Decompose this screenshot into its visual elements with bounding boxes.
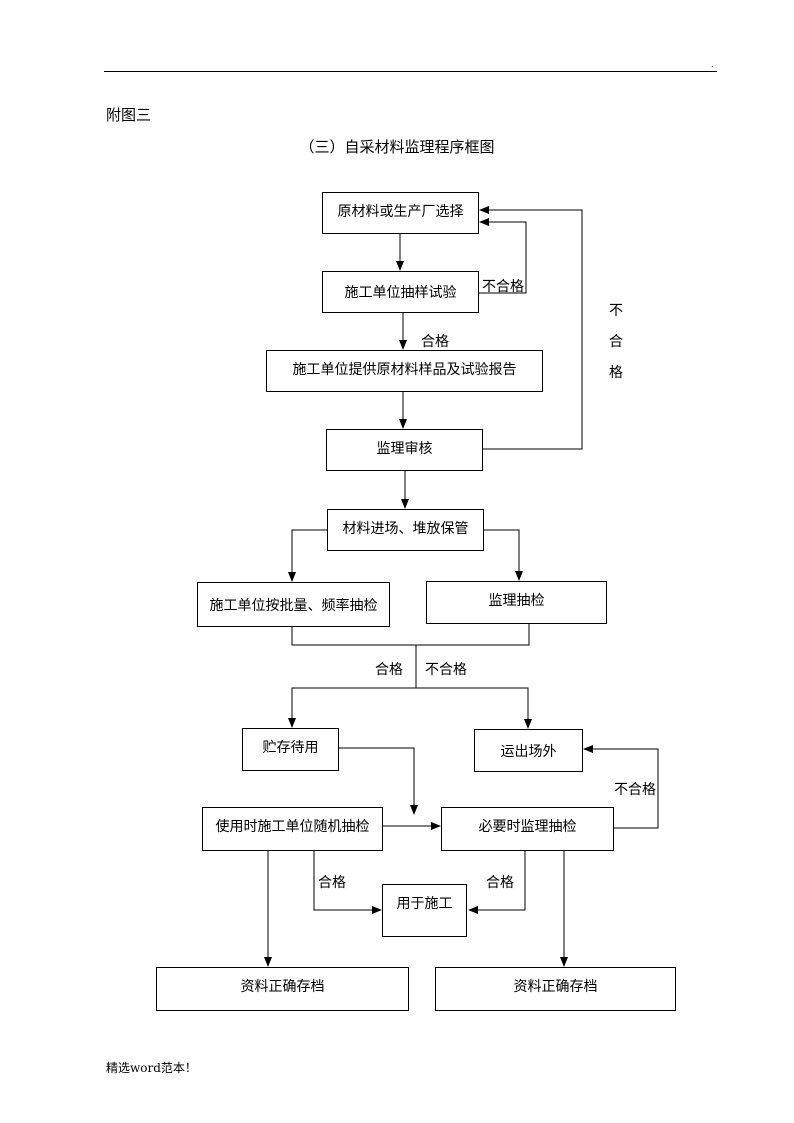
node-contractor-random-check: 使用时施工单位随机抽检 [202, 807, 383, 851]
label-fail-review-vertical: 不 合 格 [608, 296, 624, 389]
node-contractor-batch-check-text: 施工单位按批量、频率抽检 [209, 597, 378, 614]
node-use-in-construction-text: 用于施工 [396, 896, 453, 912]
label-pass-left-use: 合格 [318, 875, 346, 891]
node-contractor-batch-check: 施工单位按批量、频率抽检 [197, 582, 390, 627]
node-select-source: 原材料或生产厂选择 [322, 192, 479, 234]
node-select-source-text: 原材料或生产厂选择 [337, 204, 464, 220]
node-contractor-random-check-text: 使用时施工单位随机抽检 [215, 819, 370, 835]
node-contractor-sample-test-text: 施工单位抽样试验 [344, 285, 457, 301]
label-fail-review-char-2: 合 [609, 334, 623, 350]
arrow-recheck-fail-loop [583, 745, 659, 829]
label-fail-review-char-1: 不 [609, 303, 623, 319]
node-submit-samples-report: 施工单位提供原材料样品及试验报告 [266, 350, 543, 392]
header-rule [104, 71, 717, 72]
label-pass-right-use: 合格 [486, 875, 514, 891]
arrow-entry-to-supervisor-check [483, 529, 523, 581]
label-fail-review-char-3: 格 [609, 365, 623, 381]
node-material-entry: 材料进场、堆放保管 [327, 509, 484, 551]
label-fail-split: 不合格 [425, 662, 467, 678]
node-supervisor-review-text: 监理审核 [376, 441, 433, 457]
node-supervisor-check-when-needed-text: 必要时监理抽检 [478, 819, 577, 835]
diagram-title: （三）自采材料监理程序框图 [299, 138, 495, 156]
node-storage-text: 贮存待用 [262, 740, 319, 756]
arrow-entry-to-contractor-check [288, 529, 327, 582]
label-pass-split: 合格 [375, 662, 403, 678]
node-supervisor-spot-check-text: 监理抽检 [488, 593, 545, 609]
arrow-random-to-use [313, 851, 382, 914]
node-archive-left-text: 资料正确存档 [240, 979, 325, 995]
node-supervisor-spot-check: 监理抽检 [426, 581, 607, 624]
arrow-supervisor-to-use [468, 851, 526, 914]
arrow-split-to-storage [288, 687, 416, 728]
node-submit-samples-report-text: 施工单位提供原材料样品及试验报告 [292, 362, 517, 378]
merge-bracket [291, 624, 530, 646]
footer-note: 精选word范本！ [106, 1061, 197, 1075]
node-supervisor-check-when-needed: 必要时监理抽检 [441, 807, 614, 851]
node-use-in-construction: 用于施工 [382, 884, 467, 937]
arrow-storage-to-connector [338, 747, 418, 815]
node-ship-out-text: 运出场外 [500, 743, 557, 760]
arrow-review-fail-loop [479, 206, 583, 450]
appendix-label: 附图三 [106, 106, 152, 124]
label-fail-recheck: 不合格 [614, 782, 656, 798]
node-archive-right-text: 资料正确存档 [513, 979, 598, 995]
header-mark: . [711, 60, 714, 69]
node-ship-out: 运出场外 [474, 729, 583, 772]
node-archive-right: 资料正确存档 [435, 967, 676, 1011]
node-contractor-sample-test: 施工单位抽样试验 [322, 271, 479, 313]
arrow-test-fail-loop [478, 218, 527, 294]
label-pass-test: 合格 [421, 334, 449, 350]
arrow-split-to-shipout [416, 687, 532, 729]
node-archive-left: 资料正确存档 [156, 967, 409, 1011]
label-fail-test: 不合格 [482, 279, 524, 295]
node-material-entry-text: 材料进场、堆放保管 [342, 521, 469, 537]
node-storage: 贮存待用 [242, 728, 339, 771]
node-supervisor-review: 监理审核 [326, 429, 483, 471]
